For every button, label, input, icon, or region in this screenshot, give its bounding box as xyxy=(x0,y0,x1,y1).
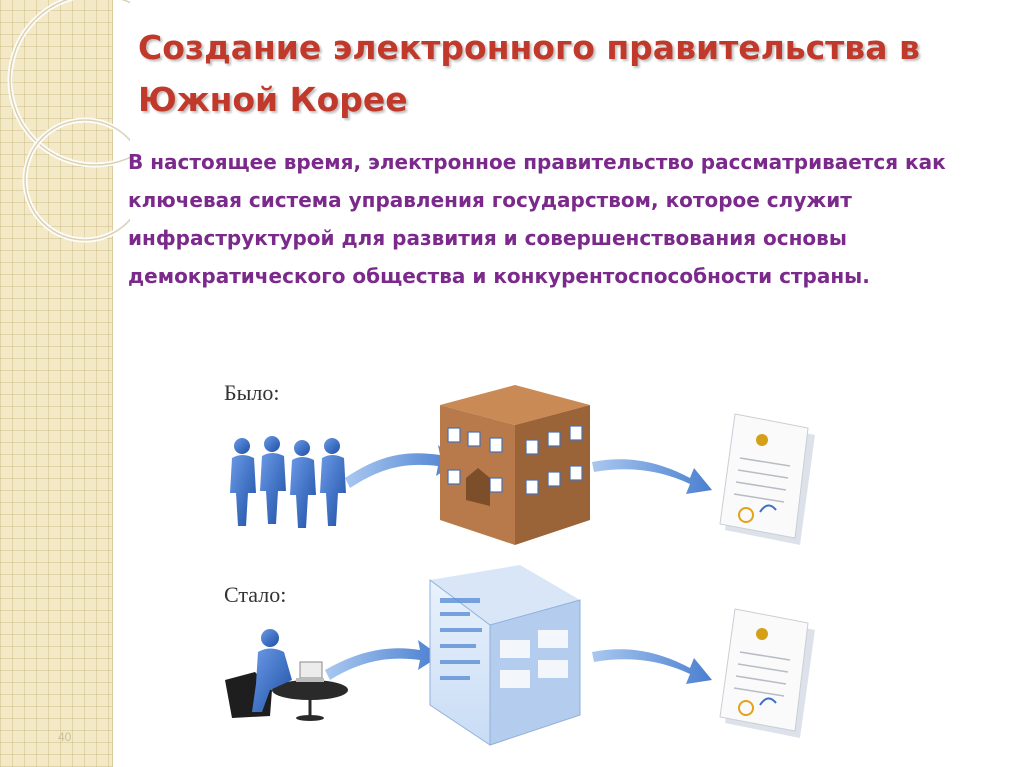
arrow-icon xyxy=(345,445,458,488)
decorative-rings xyxy=(7,0,130,243)
before-label: Было: xyxy=(224,380,280,405)
slide-body-text: В настоящее время, электронное правитель… xyxy=(128,150,946,288)
arrow-icon xyxy=(592,459,712,494)
slide-title: Создание электронного правительства в Юж… xyxy=(138,28,920,119)
page-number: 40 xyxy=(58,730,72,744)
people-group-icon xyxy=(230,436,346,528)
arrow-icon xyxy=(325,640,440,680)
user-at-computer-icon xyxy=(225,629,348,721)
building-icon xyxy=(440,385,590,545)
certificate-icon xyxy=(719,413,815,545)
web-portal-icon xyxy=(429,565,581,746)
arrow-icon xyxy=(592,649,712,684)
after-label: Стало: xyxy=(224,582,287,607)
certificate-icon xyxy=(719,608,815,738)
